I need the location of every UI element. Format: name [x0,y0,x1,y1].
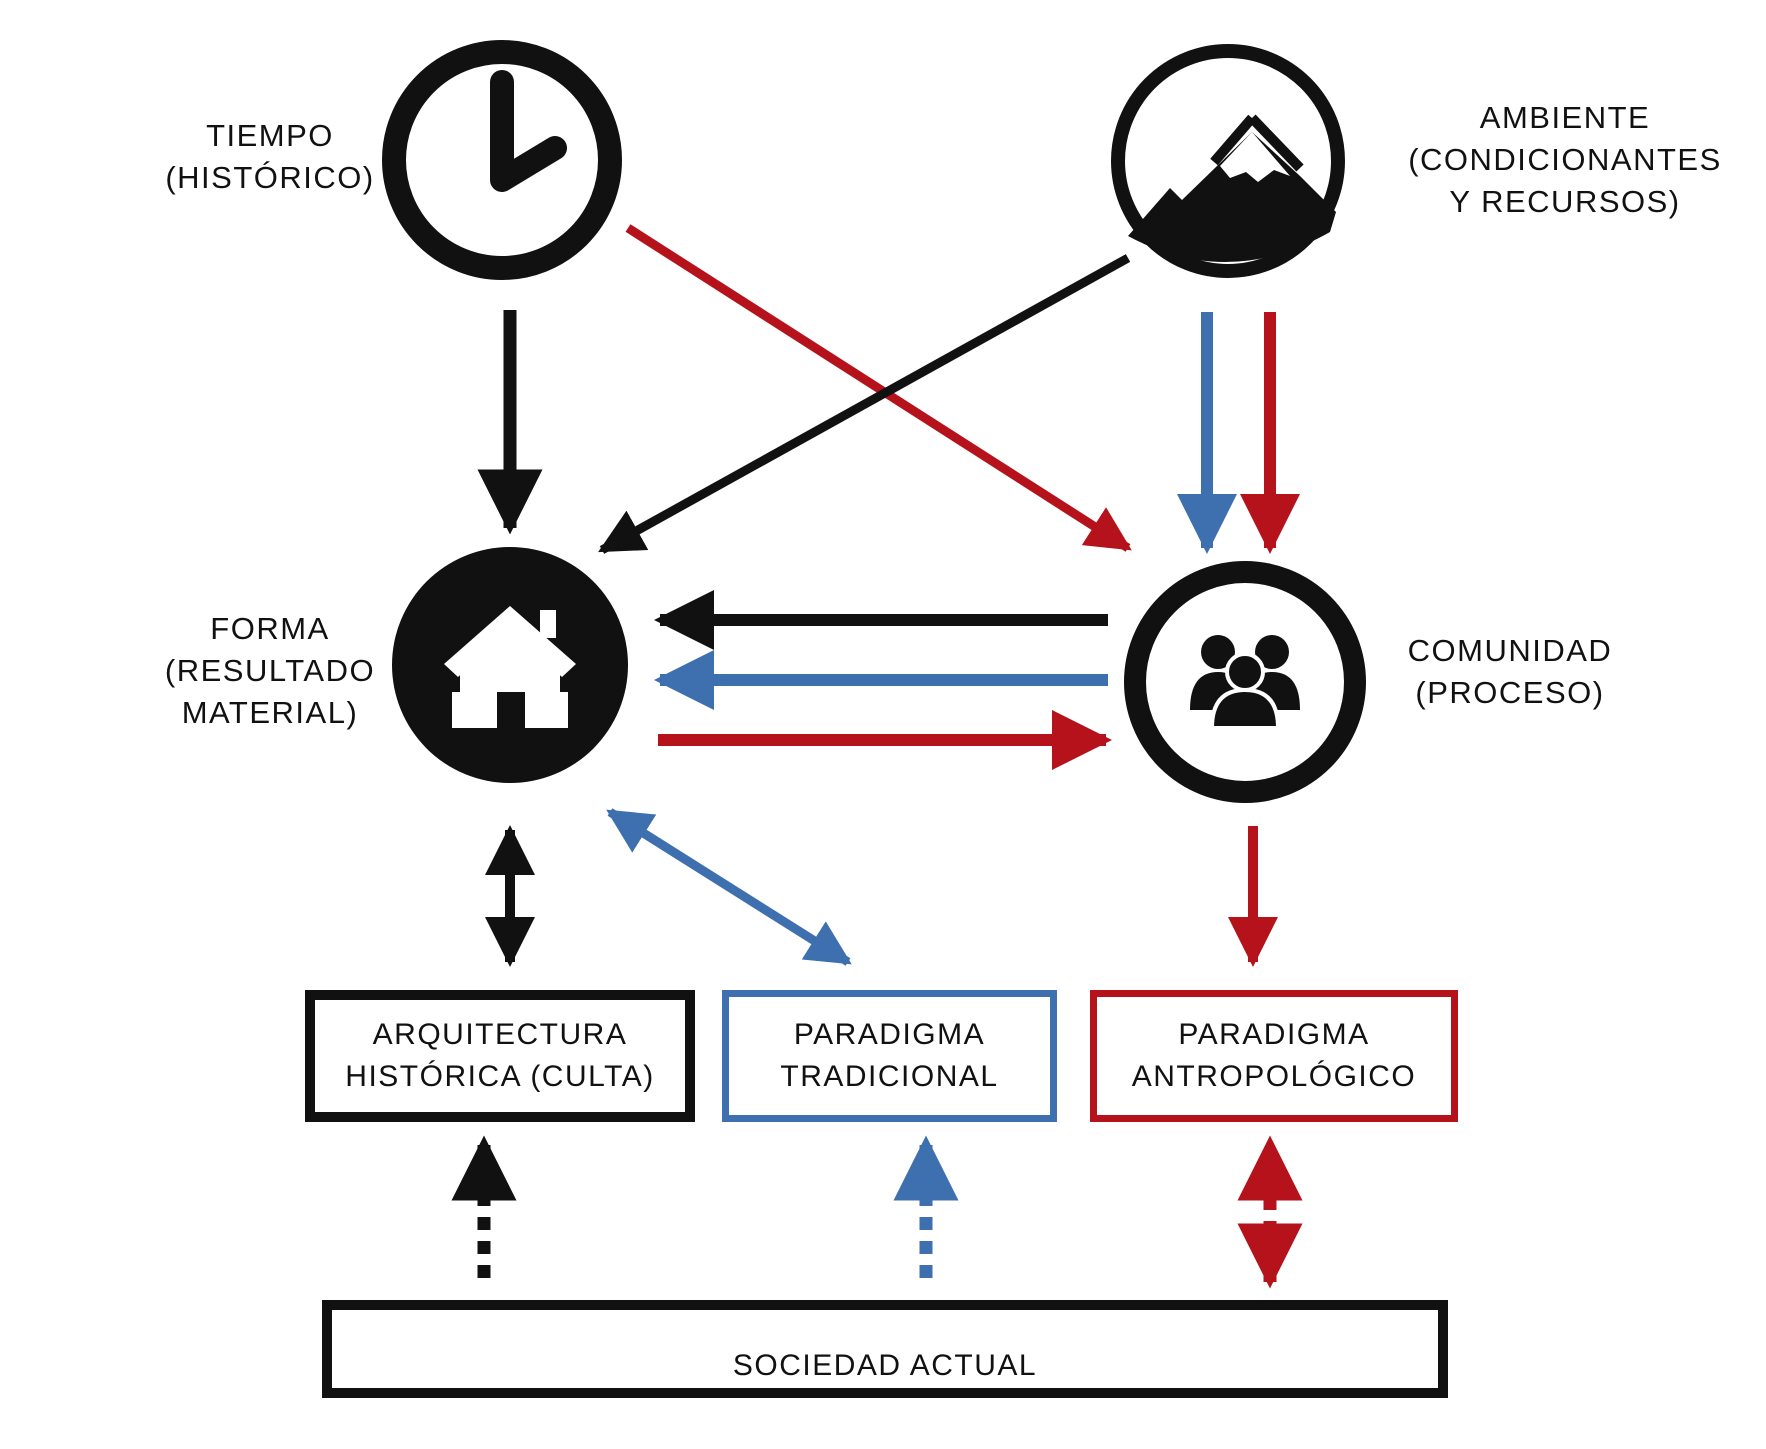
box-arquitectura-line-1: ARQUITECTURA [372,1018,628,1051]
label-tiempo-line-1: TIEMPO [206,118,334,153]
box-paradigma-tradicional: PARADIGMA TRADICIONAL [722,990,1057,1122]
box-sociedad-line-1: SOCIEDAD ACTUAL [732,1349,1038,1382]
arrow-tiempo-to-comunidad [625,224,1132,552]
arrow-forma-tradicional-double [606,808,852,966]
label-comunidad-line-1: COMUNIDAD [1407,633,1613,668]
label-forma-line-1: FORMA [210,611,330,646]
label-forma: FORMA (RESULTADO MATERIAL) [145,608,395,734]
box-arquitectura-line-2: HISTÓRICA (CULTA) [345,1060,655,1093]
label-comunidad-line-2: (PROCESO) [1415,675,1605,710]
label-tiempo: TIEMPO (HISTÓRICO) [150,115,390,199]
box-antropologico-line-1: PARADIGMA [1178,1018,1370,1051]
label-ambiente-line-1: AMBIENTE [1479,100,1651,135]
label-ambiente-line-3: Y RECURSOS) [1449,184,1681,219]
box-paradigma-antropologico: PARADIGMA ANTROPOLÓGICO [1090,990,1458,1122]
label-tiempo-line-2: (HISTÓRICO) [165,160,375,195]
box-sociedad-actual: SOCIEDAD ACTUAL [322,1300,1448,1398]
arrow-ambiente-to-forma [598,254,1131,554]
box-tradicional-line-1: PARADIGMA [793,1018,986,1051]
label-ambiente-line-2: (CONDICIONANTES [1408,142,1722,177]
house-icon [392,547,628,783]
box-tradicional-line-2: TRADICIONAL [780,1060,999,1093]
label-forma-line-2: (RESULTADO [164,653,376,688]
label-ambiente: AMBIENTE (CONDICIONANTES Y RECURSOS) [1375,97,1755,223]
people-group-icon [1124,561,1366,803]
box-antropologico-line-2: ANTROPOLÓGICO [1131,1060,1417,1093]
box-arquitectura-historica: ARQUITECTURA HISTÓRICA (CULTA) [305,990,695,1122]
label-forma-line-3: MATERIAL) [181,695,359,730]
mountain-icon [1111,44,1345,278]
label-comunidad: COMUNIDAD (PROCESO) [1390,630,1630,714]
clock-icon [382,40,622,280]
